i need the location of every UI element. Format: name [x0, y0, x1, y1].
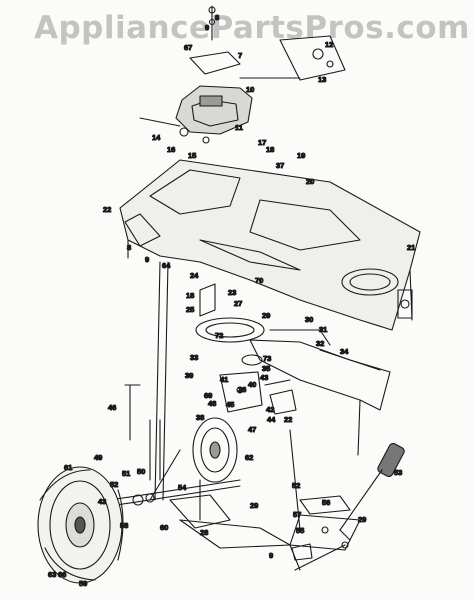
callout-8: 8 — [215, 13, 219, 22]
callout-46: 46 — [108, 403, 116, 412]
callout-18: 18 — [266, 145, 274, 154]
callout-32: 32 — [316, 339, 324, 348]
callout-60: 60 — [160, 523, 168, 532]
callout-52: 52 — [110, 480, 118, 489]
callout-35: 35 — [262, 364, 270, 373]
control-rods — [154, 261, 361, 531]
callout-9: 9 — [145, 255, 149, 264]
callout-21: 21 — [407, 243, 415, 252]
callout-63: 63 — [48, 570, 56, 579]
callout-61: 61 — [64, 463, 72, 472]
callout-15: 15 — [188, 151, 196, 160]
callout-29: 29 — [250, 501, 258, 510]
callout-45: 45 — [226, 400, 234, 409]
drive-belt-assembly — [195, 283, 391, 411]
rear-wheel — [37, 466, 124, 584]
brake-drum — [149, 417, 238, 521]
callout-25: 25 — [186, 305, 194, 314]
callout-66: 66 — [58, 570, 66, 579]
lower-linkage — [289, 495, 361, 571]
callout-48: 48 — [208, 399, 216, 408]
callout-9: 9 — [269, 551, 273, 560]
callout-29: 29 — [262, 311, 270, 320]
callout-11: 11 — [235, 123, 243, 132]
callout-47: 47 — [248, 425, 256, 434]
callout-31: 31 — [319, 325, 327, 334]
callout-18: 18 — [186, 291, 194, 300]
callout-49: 49 — [94, 453, 102, 462]
transaxle-housing — [139, 85, 253, 144]
callout-70: 70 — [255, 276, 263, 285]
callout-17: 17 — [258, 138, 266, 147]
callout-24: 24 — [190, 271, 199, 280]
callout-72: 72 — [215, 331, 223, 340]
callout-23: 23 — [228, 288, 236, 297]
callout-64: 64 — [162, 261, 171, 270]
callout-38: 38 — [196, 413, 204, 422]
shift-linkage — [124, 371, 297, 441]
callout-69: 69 — [204, 391, 212, 400]
callout-58: 58 — [120, 521, 128, 530]
callout-8: 8 — [127, 243, 131, 252]
callout-20: 20 — [306, 177, 314, 186]
callout-53: 53 — [394, 468, 402, 477]
callout-27: 27 — [234, 299, 242, 308]
callout-36: 36 — [238, 385, 246, 394]
callout-40: 40 — [248, 380, 256, 389]
callout-37: 37 — [276, 161, 284, 170]
callout-14: 14 — [152, 133, 161, 142]
callout-16: 16 — [167, 145, 175, 154]
callout-50: 50 — [137, 467, 145, 476]
callout-51: 51 — [122, 469, 130, 478]
callout-30: 30 — [305, 315, 313, 324]
callout-29: 29 — [358, 515, 366, 524]
callout-43: 43 — [260, 373, 268, 382]
callout-22: 22 — [284, 415, 292, 424]
callout-42: 42 — [266, 405, 274, 414]
callout-33: 33 — [190, 353, 198, 362]
callout-73: 73 — [263, 354, 271, 363]
callout-59: 59 — [79, 579, 87, 588]
callout-54: 54 — [178, 483, 187, 492]
callout-67: 67 — [184, 43, 192, 52]
lift-lever — [339, 442, 405, 541]
callout-43: 43 — [98, 497, 106, 506]
upper-bracket-assembly — [189, 5, 346, 81]
callout-9: 9 — [205, 23, 209, 32]
callout-28: 28 — [200, 528, 208, 537]
callout-57: 57 — [293, 510, 301, 519]
callout-13: 13 — [318, 75, 326, 84]
callout-7: 7 — [238, 51, 242, 60]
callout-19: 19 — [297, 151, 305, 160]
callout-52: 52 — [292, 481, 300, 490]
callout-12: 12 — [325, 40, 333, 49]
callout-41: 41 — [220, 375, 228, 384]
callout-39: 39 — [185, 371, 193, 380]
callout-56: 56 — [322, 498, 330, 507]
callout-10: 10 — [246, 85, 254, 94]
callout-22: 22 — [103, 205, 111, 214]
watermark: AppliancePartsPros.com — [34, 10, 470, 46]
callout-44: 44 — [267, 415, 276, 424]
callout-34: 34 — [340, 347, 349, 356]
main-frame — [119, 159, 421, 331]
callout-62: 62 — [245, 453, 253, 462]
callout-55: 55 — [296, 526, 304, 535]
